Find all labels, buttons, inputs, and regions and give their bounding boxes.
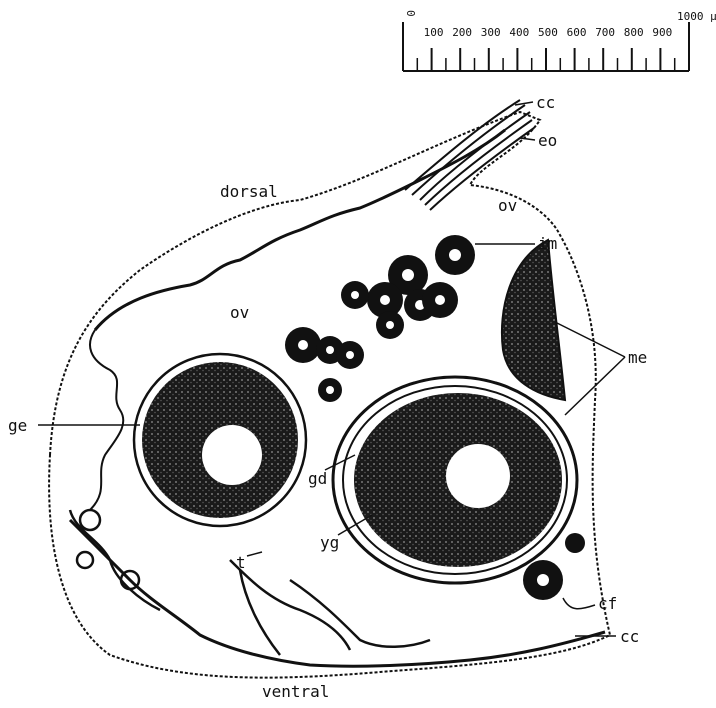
scale-tick-label: 700 xyxy=(595,26,615,39)
scale-tick-label: 500 xyxy=(538,26,558,39)
scale-tick-label: 200 xyxy=(452,26,472,39)
label-ventral: ventral xyxy=(262,682,329,701)
label-dorsal: dorsal xyxy=(220,182,278,201)
label-ov-left: ov xyxy=(230,303,249,322)
label-me: me xyxy=(628,348,647,367)
label-eo: eo xyxy=(538,131,557,150)
label-gd: gd xyxy=(308,469,327,488)
label-cc-top: cc xyxy=(536,93,555,112)
scale-tick-label: 0 xyxy=(404,10,417,17)
label-im: im xyxy=(538,234,557,253)
label-cf: cf xyxy=(598,594,617,613)
scale-tick-label: 400 xyxy=(509,26,529,39)
scale-tick-label: 100 xyxy=(424,26,444,39)
oocyte-left xyxy=(134,354,306,526)
label-yg: yg xyxy=(320,533,339,552)
scale-bar: 0 100 200 300 400 500 600 700 800 900 1000 μ xyxy=(403,10,716,71)
label-cc-bottom: cc xyxy=(620,627,639,646)
label-ov-upper: ov xyxy=(498,196,517,215)
scale-tick-label: 1000 μ xyxy=(677,10,716,23)
scale-tick-label: 300 xyxy=(481,26,501,39)
scale-tick-label: 600 xyxy=(567,26,587,39)
label-t: t xyxy=(236,553,246,572)
scale-tick-label: 800 xyxy=(624,26,644,39)
scale-tick-label: 900 xyxy=(652,26,672,39)
label-ge: ge xyxy=(8,416,27,435)
oocyte-right xyxy=(333,377,577,583)
